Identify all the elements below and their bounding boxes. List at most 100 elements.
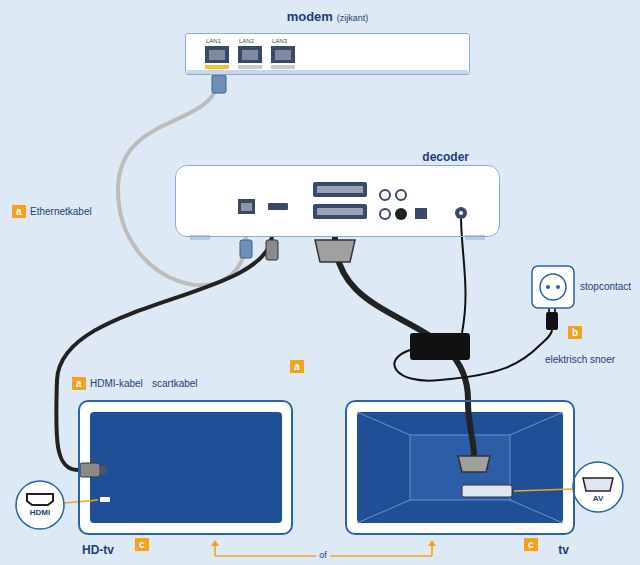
hdmi-callout [16, 481, 98, 529]
power-adapter [546, 312, 558, 330]
part-label: HDMI-kabel [90, 377, 143, 390]
part-label: scartkabel [152, 377, 198, 390]
tv-screen [357, 500, 410, 523]
modem-body [271, 65, 295, 69]
tv-screen [458, 456, 490, 472]
hd-tv-screen [80, 463, 100, 477]
tv-screen [357, 412, 563, 523]
or-bracket [214, 545, 216, 556]
node-caption: decoder [422, 147, 469, 165]
wall-socket [532, 266, 574, 308]
connector-name: HDMI [30, 508, 50, 517]
ethernet-plug [240, 240, 252, 258]
av-callout [573, 462, 623, 512]
part-label: Ethernetkabel [30, 205, 92, 218]
wall-socket [546, 285, 550, 289]
tv-screen [510, 412, 563, 435]
callout-letter: b [568, 326, 582, 339]
modem-box: modem(zijkant) [185, 33, 470, 75]
connector-name: AV [593, 494, 604, 503]
decoder-box: decoder [175, 165, 500, 237]
decoder-body [380, 209, 390, 219]
decoder-body [465, 235, 485, 240]
wall-socket [556, 285, 560, 289]
wall-socket [532, 266, 574, 308]
hdmi-callout [64, 500, 98, 503]
decoder-body [313, 204, 367, 219]
power-adapter [410, 333, 470, 360]
tv-frame: HD-tv [78, 400, 293, 535]
decoder-body [175, 165, 500, 240]
scart-plug [315, 240, 355, 262]
decoder-body [415, 208, 427, 219]
node-title: decoder [422, 150, 469, 164]
node-subtitle: (zijkant) [337, 13, 369, 23]
hd-tv-screen [90, 412, 282, 523]
callout-letter: a [290, 360, 304, 373]
hdmi-callout [16, 481, 64, 529]
modem-body [205, 46, 229, 63]
hd-tv-screen [100, 466, 106, 474]
or-bracket [428, 540, 436, 546]
decoder-body [455, 207, 467, 219]
decoder-body [459, 211, 463, 215]
modem-body [185, 33, 470, 75]
node-title: modem [287, 9, 333, 24]
power-adapter [394, 330, 552, 381]
av-callout [583, 478, 613, 491]
decoder-body [380, 190, 390, 200]
callout-letter: a [12, 205, 26, 218]
hdmi-plug [266, 240, 278, 260]
node-caption: modem (zijkant) [186, 7, 469, 26]
av-callout [514, 462, 623, 512]
tv-screen [462, 485, 512, 497]
modem-body [271, 46, 295, 63]
ethernet-plug [212, 75, 226, 93]
tv-screen [510, 500, 563, 523]
decoder-body [313, 182, 367, 197]
port-label: LAN1 [206, 38, 221, 45]
node-title: HD-tv [82, 543, 114, 557]
modem-body [275, 50, 291, 60]
decoder-body [268, 203, 288, 210]
modem-body [185, 33, 470, 75]
decoder-body [317, 186, 363, 193]
decoder-body [175, 165, 500, 237]
hdmi-callout [27, 494, 53, 505]
wall-socket [540, 274, 566, 300]
node-title: tv [558, 543, 569, 557]
decoder-body [396, 190, 406, 200]
decoder-body [241, 203, 252, 211]
callout-letter: c [135, 538, 149, 551]
hd-tv-screen [78, 400, 293, 535]
decoder-body [190, 235, 210, 240]
tv-screen [345, 400, 575, 535]
port-label: LAN2 [239, 38, 254, 45]
av-callout [514, 489, 573, 491]
port-label: LAN3 [272, 38, 287, 45]
or-bracket [431, 545, 433, 556]
decoder-body [395, 208, 407, 220]
tv-screen [345, 400, 575, 535]
scart-plug [315, 240, 355, 262]
or-bracket [211, 540, 219, 546]
tv-frame: tv [345, 400, 575, 535]
modem-body [238, 46, 262, 63]
tv-screen [468, 402, 474, 456]
hd-tv-screen [78, 400, 293, 535]
modem-body [205, 65, 229, 69]
modem-body [209, 50, 225, 60]
decoder-body [317, 208, 363, 215]
tv-screen [357, 412, 410, 435]
part-label: elektrisch snoer [545, 353, 615, 366]
node-caption: tv [558, 540, 569, 558]
part-label: stopcontact [580, 280, 631, 293]
hd-tv-screen [100, 497, 110, 502]
callout-letter: a [72, 377, 86, 390]
hdmi-plug [266, 240, 278, 260]
or-label: of [316, 550, 330, 561]
callout-letter: c [524, 538, 538, 551]
node-caption: HD-tv [82, 540, 114, 558]
